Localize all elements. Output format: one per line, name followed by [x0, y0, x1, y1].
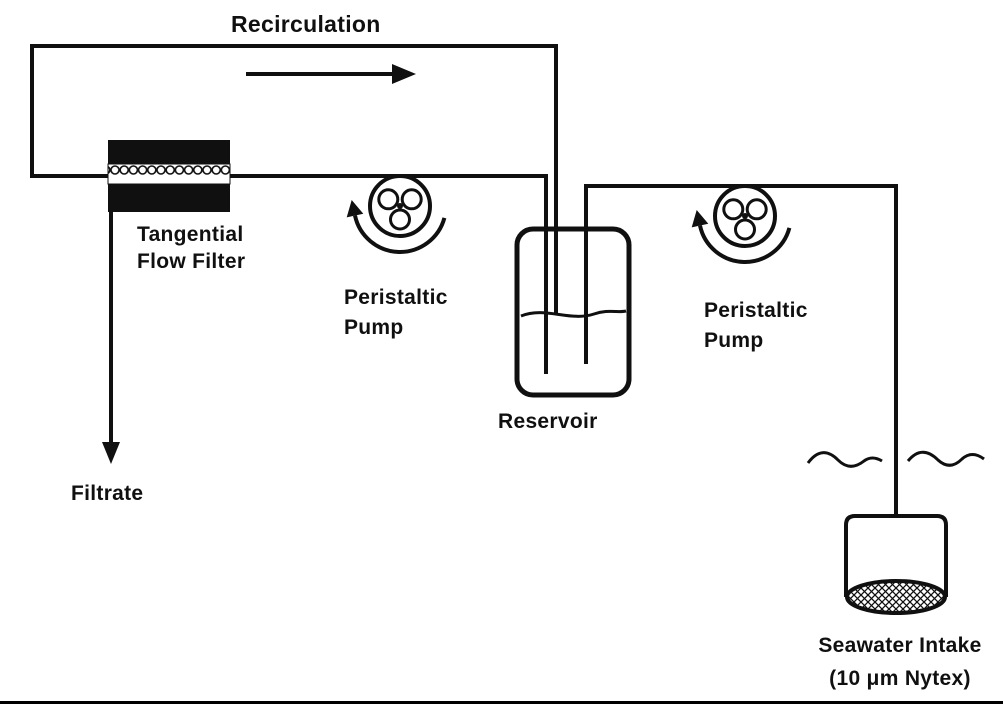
intake-mesh: [845, 579, 947, 615]
label-line: Peristaltic: [704, 299, 808, 322]
tangential-flow-filter-label: Tangential Flow Filter: [137, 221, 245, 275]
pump-roller: [377, 188, 400, 211]
peristaltic-pump-left: [346, 174, 447, 254]
reservoir-vessel: [514, 226, 632, 398]
pump-roller: [734, 218, 756, 241]
wave-left: [806, 451, 883, 468]
reservoir-liquid-level: [520, 309, 627, 318]
flow-direction-arrowhead-icon: [392, 64, 416, 84]
recirculation-label: Recirculation: [231, 11, 381, 38]
recirculation-pipe: [30, 44, 558, 314]
label-line: Recirculation: [231, 11, 381, 37]
filtrate-outlet: [102, 212, 120, 464]
pump-axle: [742, 213, 748, 219]
pump-roller: [722, 198, 745, 221]
label-line: Pump: [344, 316, 404, 339]
pump-axle: [397, 203, 403, 209]
pump-roller: [400, 188, 423, 211]
peristaltic-pump-right: [691, 184, 792, 264]
reservoir-to-filter-pipe: [228, 174, 548, 374]
label-line: Tangential: [137, 223, 244, 246]
seawater-intake-label: Seawater Intake (10 μm Nytex): [793, 629, 1003, 695]
label-line: Reservoir: [498, 410, 598, 433]
reservoir-label: Reservoir: [498, 408, 598, 435]
intake-body: [844, 514, 948, 597]
filtrate-arrowhead-icon: [102, 442, 120, 464]
label-line: Flow Filter: [137, 250, 246, 273]
scan-edge-artifact: [0, 701, 1003, 704]
wave-right: [906, 450, 985, 467]
label-line: Pump: [704, 329, 764, 352]
filtrate-label: Filtrate: [71, 480, 143, 507]
recirculation-loop: [30, 44, 558, 314]
filter-membrane-band: [107, 163, 231, 185]
reservoir-outline: [514, 226, 632, 398]
peristaltic-pump-right-label: Peristaltic Pump: [704, 296, 808, 356]
pump-roller: [745, 198, 768, 221]
pump-rotation-arc: [353, 215, 447, 254]
pump-rotation-arrowhead-icon: [346, 200, 364, 218]
pump-roller: [389, 208, 411, 231]
pump-rotation-arc: [698, 225, 792, 264]
seawater-intake-screen: [844, 514, 948, 615]
sea-surface-waves: [806, 450, 985, 468]
pump-rotation-arrowhead-icon: [691, 210, 709, 228]
label-line: Peristaltic: [344, 286, 448, 309]
label-line: Filtrate: [71, 482, 144, 505]
label-line: Seawater Intake: [818, 634, 982, 657]
tangential-flow-filter: [107, 140, 231, 212]
peristaltic-pump-left-label: Peristaltic Pump: [344, 283, 448, 343]
label-line: (10 μm Nytex): [829, 667, 971, 690]
